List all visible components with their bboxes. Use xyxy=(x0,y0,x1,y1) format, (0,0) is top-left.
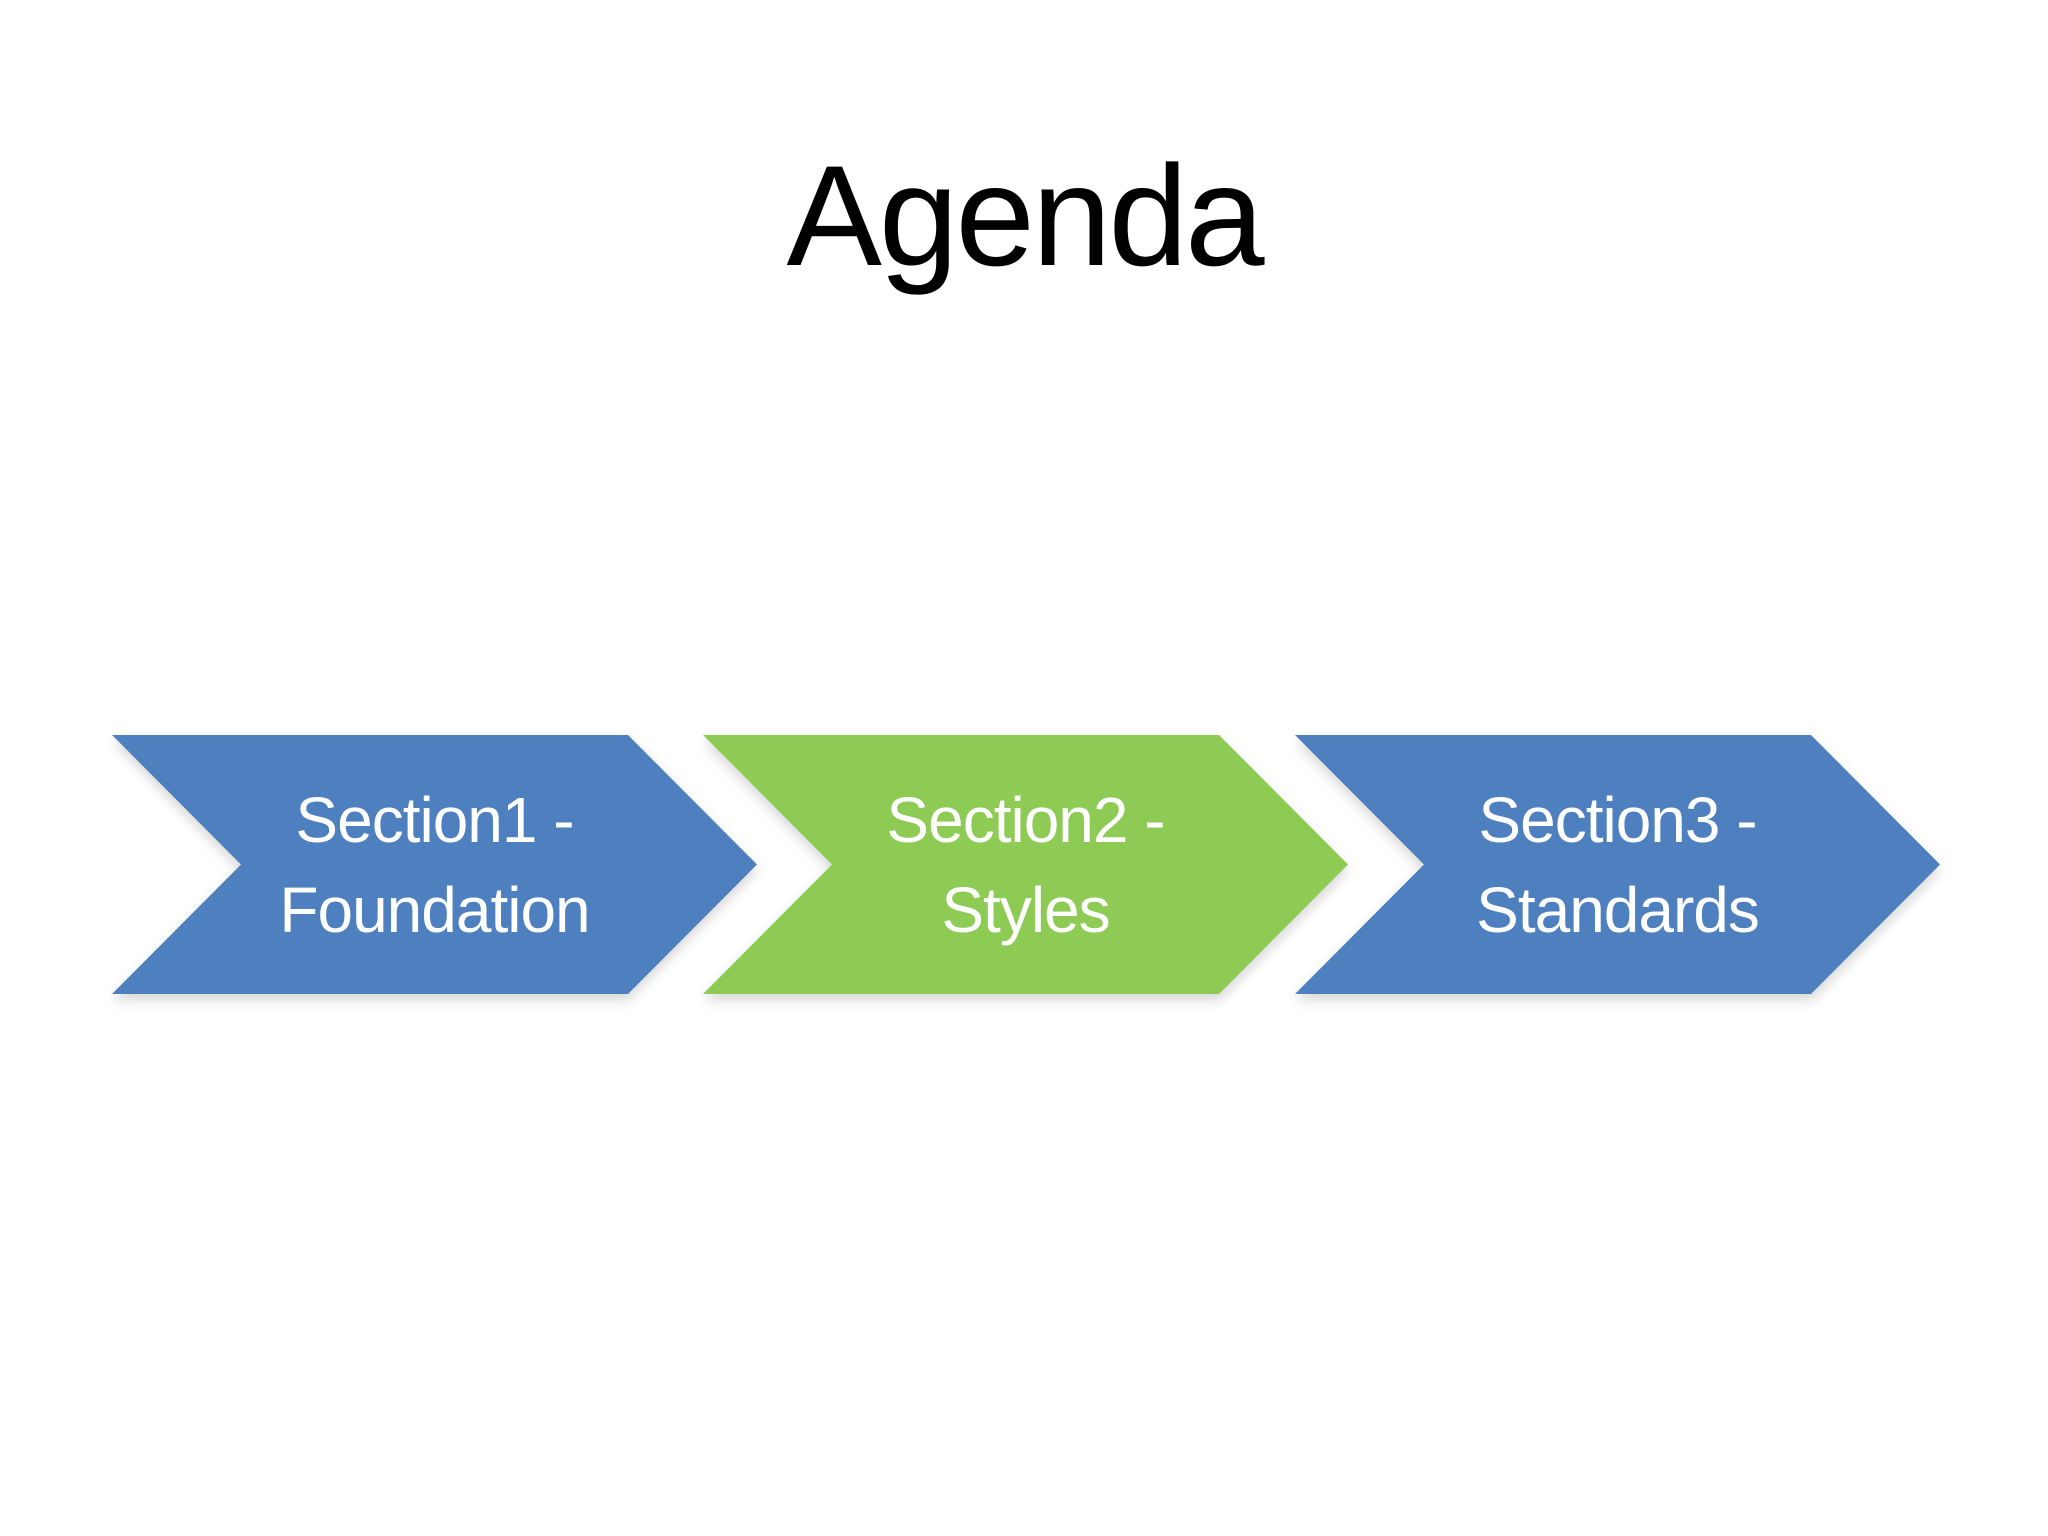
chevron-shape-section3: Section3 - Standards xyxy=(1295,735,1940,994)
chevron-label-section1: Section1 - Foundation xyxy=(279,783,590,946)
chevron-fill-section3: Section3 - Standards xyxy=(1295,735,1940,994)
chevron-fill-section1: Section1 - Foundation xyxy=(112,735,757,994)
chevron-label-section2: Section2 - Styles xyxy=(886,783,1165,946)
chevron-shape-section2: Section2 - Styles xyxy=(703,735,1348,994)
chevron-label-section3: Section3 - Standards xyxy=(1476,783,1760,946)
chevron-shape-section1: Section1 - Foundation xyxy=(112,735,757,994)
chevron-fill-section2: Section2 - Styles xyxy=(703,735,1348,994)
slide-title: Agenda xyxy=(786,137,1264,296)
process-diagram: Section1 - Foundation Section2 - Styles … xyxy=(0,735,2048,994)
